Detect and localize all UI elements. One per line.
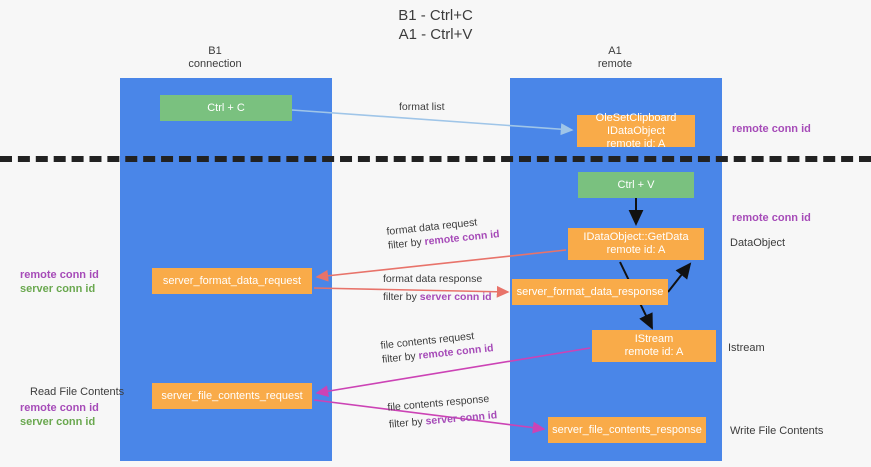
edge-label-format-data-response-filter: filter by server conn id [383, 290, 492, 304]
node-idataobject-getdata[interactable]: IDataObject::GetData remote id: A [568, 228, 704, 260]
filter-id-server-conn-id: server conn id [419, 291, 492, 303]
annotation-istream: Istream [728, 342, 765, 354]
column-header-b1-name: B1 [208, 45, 222, 57]
node-idataobject-line1: OleSetClipboard IDataObject [595, 111, 677, 137]
node-ctrl-v-label: Ctrl + V [617, 178, 655, 191]
node-server-file-contents-request-label: server_file_contents_request [161, 389, 303, 402]
annotation-left-server-conn-id-1: server conn id [20, 283, 96, 295]
node-ctrl-v[interactable]: Ctrl + V [578, 172, 694, 198]
edge-label-format-data-response-line1: format data response [383, 273, 483, 285]
node-server-format-data-request[interactable]: server_format_data_request [152, 268, 312, 294]
node-server-file-contents-request[interactable]: server_file_contents_request [152, 383, 312, 409]
filter-prefix: filter by [383, 291, 420, 303]
annotation-write-file-contents: Write File Contents [730, 425, 824, 437]
annotation-remote-conn-id-mid: remote conn id [732, 212, 811, 224]
annotation-left-remote-conn-id-1: remote conn id [20, 269, 99, 281]
node-getdata-line2: remote id: A [606, 244, 666, 256]
node-idataobject[interactable]: OleSetClipboard IDataObject remote id: A [577, 111, 695, 150]
column-header-b1: B1 connection [165, 45, 265, 71]
annotation-left-remote-conn-id-2: remote conn id [20, 402, 99, 414]
node-server-format-data-response-label: server_format_data_response [516, 285, 664, 298]
filter-prefix: filter by [387, 236, 426, 252]
node-istream-line2: remote id: A [624, 346, 684, 358]
annotation-left-conn-ids-2: remote conn id server conn id [20, 401, 99, 429]
node-ctrl-c[interactable]: Ctrl + C [160, 95, 292, 121]
node-server-file-contents-response[interactable]: server_file_contents_response [548, 417, 706, 443]
edge-label-format-data-response: format data response filter by server co… [383, 272, 492, 304]
node-getdata-line1: IDataObject::GetData [583, 231, 689, 243]
edge-label-format-data-request: format data request filter by remote con… [386, 213, 500, 253]
page-title: B1 - Ctrl+C A1 - Ctrl+V [0, 6, 871, 44]
filter-id-server-conn-id: server conn id [425, 409, 498, 428]
annotation-dataobject: DataObject [730, 237, 786, 249]
edge-label-format-list: format list [399, 100, 445, 114]
section-divider [0, 156, 871, 162]
node-istream-line1: IStream [634, 333, 674, 345]
edge-label-format-list-text: format list [399, 101, 445, 113]
column-header-a1-name: A1 [608, 45, 622, 57]
edge-label-file-contents-response: file contents response filter by server … [387, 391, 498, 431]
title-line-2: A1 - Ctrl+V [398, 26, 473, 43]
node-istream[interactable]: IStream remote id: A [592, 330, 716, 362]
annotation-remote-conn-id-top: remote conn id [732, 123, 811, 135]
annotation-left-conn-ids-1: remote conn id server conn id [20, 268, 99, 296]
node-idataobject-line2: remote id: A [606, 137, 666, 150]
node-server-format-data-response[interactable]: server_format_data_response [512, 279, 668, 305]
edge-label-file-contents-request: file contents request filter by remote c… [380, 327, 494, 367]
node-server-format-data-request-label: server_format_data_request [162, 274, 302, 287]
column-header-b1-sub: connection [188, 58, 242, 70]
annotation-read-file-contents: Read File Contents [30, 386, 125, 398]
column-header-a1: A1 remote [565, 45, 665, 71]
annotation-left-server-conn-id-2: server conn id [20, 416, 96, 428]
filter-prefix: filter by [381, 350, 420, 366]
column-header-a1-sub: remote [597, 58, 633, 70]
title-line-1: B1 - Ctrl+C [398, 7, 473, 24]
node-ctrl-c-label: Ctrl + C [207, 101, 245, 114]
filter-prefix: filter by [388, 415, 427, 431]
node-server-file-contents-response-label: server_file_contents_response [552, 423, 702, 436]
